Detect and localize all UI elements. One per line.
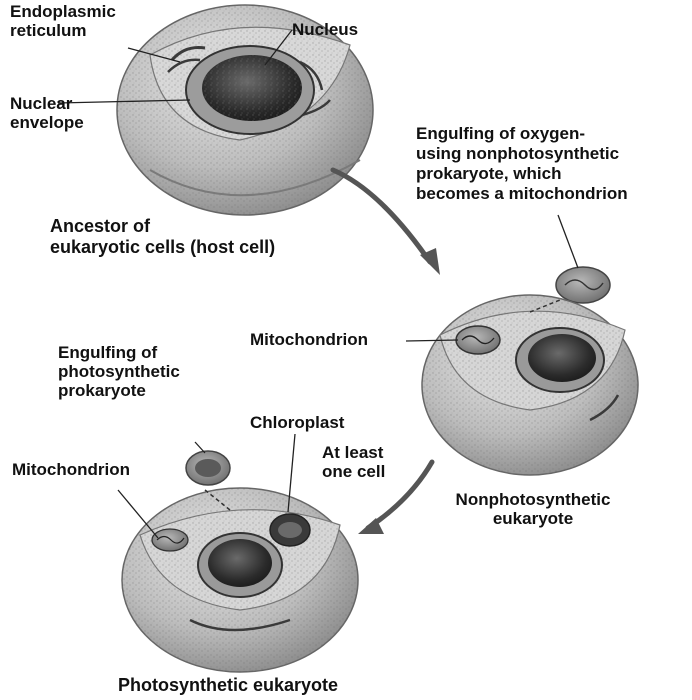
photosynthetic-prokaryote [186, 451, 230, 485]
label-line: At least [322, 443, 385, 462]
label-mitochondrion-upper: Mitochondrion [250, 330, 368, 349]
label-line: eukaryote [438, 509, 628, 528]
label-engulfing-photosynthetic-prokaryote: Engulfing of photosynthetic prokaryote [58, 343, 180, 400]
label-photosynthetic-eukaryote: Photosynthetic eukaryote [118, 676, 338, 695]
label-line: eukaryotic cells (host cell) [50, 237, 275, 258]
oxygen-using-prokaryote [556, 267, 610, 303]
label-line: envelope [10, 113, 84, 132]
label-line: Nonphotosynthetic [438, 490, 628, 509]
label-line: Engulfing of [58, 343, 180, 362]
label-nonphotosynthetic-eukaryote: Nonphotosynthetic eukaryote [438, 490, 628, 528]
label-line: Endoplasmic [10, 2, 116, 21]
label-line: Ancestor of [50, 216, 275, 237]
label-at-least-one-cell: At least one cell [322, 443, 385, 481]
label-endoplasmic-reticulum: Endoplasmic reticulum [10, 2, 116, 40]
label-line: Engulfing of oxygen- [416, 124, 628, 144]
label-line: using nonphotosynthetic [416, 144, 628, 164]
label-line: becomes a mitochondrion [416, 184, 628, 204]
nonphotosynthetic-eukaryote-cell [422, 295, 638, 475]
label-line: Nuclear [10, 94, 84, 113]
label-line: prokaryote [58, 381, 180, 400]
label-chloroplast: Chloroplast [250, 413, 344, 432]
label-line: prokaryote, which [416, 164, 628, 184]
label-nucleus: Nucleus [292, 20, 358, 39]
label-line: one cell [322, 462, 385, 481]
label-mitochondrion-lower: Mitochondrion [12, 460, 130, 479]
label-ancestor: Ancestor of eukaryotic cells (host cell) [50, 216, 275, 258]
label-line: photosynthetic [58, 362, 180, 381]
label-nuclear-envelope: Nuclear envelope [10, 94, 84, 132]
label-line: reticulum [10, 21, 116, 40]
label-engulfing-oxygen-prokaryote: Engulfing of oxygen- using nonphotosynth… [416, 124, 628, 204]
photosynthetic-eukaryote-cell [122, 488, 358, 672]
